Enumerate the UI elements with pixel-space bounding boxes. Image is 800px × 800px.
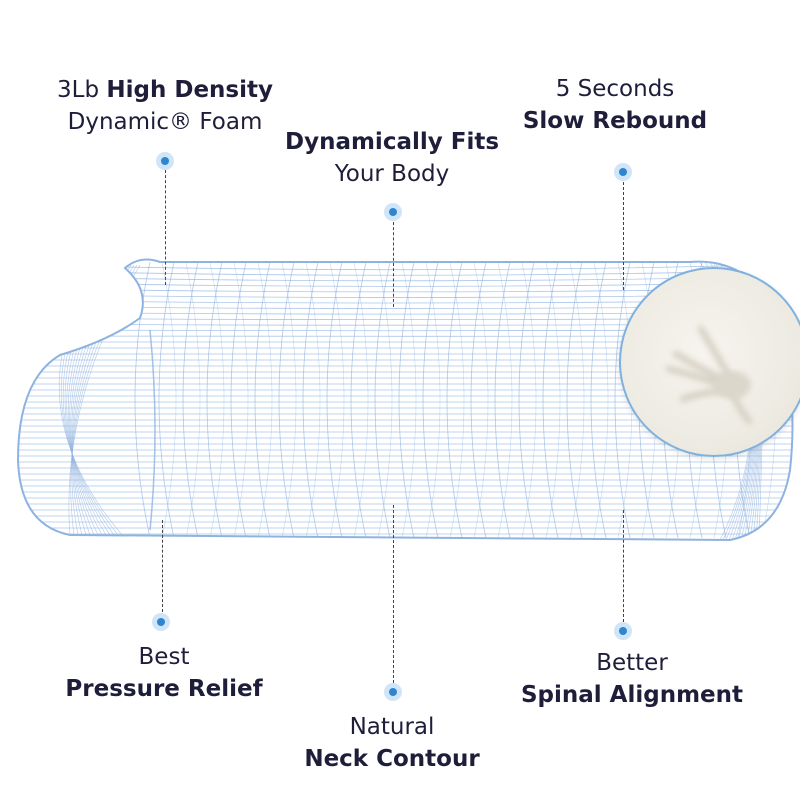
leader-line-neck [393, 505, 394, 683]
wire-line [542, 261, 559, 539]
wire-line [149, 329, 156, 531]
wire-line [398, 261, 415, 539]
feature-neck: Natural Neck Contour [304, 711, 479, 775]
spinal-title: Spinal Alignment [520, 682, 744, 708]
leader-line-rebound [623, 182, 624, 290]
wire-line [158, 261, 175, 539]
wire-line [449, 261, 465, 539]
wire-line [305, 261, 321, 539]
wire-line [302, 261, 319, 539]
wire-line [446, 261, 463, 539]
pressure-title: Pressure Relief [65, 676, 263, 702]
wire-line [353, 261, 369, 539]
wire-line [209, 261, 225, 539]
wire-line [281, 261, 297, 539]
wire-line [374, 261, 391, 539]
feature-rebound: 5 Seconds Slow Rebound [523, 73, 707, 137]
wire-line [377, 261, 393, 539]
wire-line [425, 261, 441, 539]
wire-line [60, 264, 119, 536]
fits-title: Dynamically Fits [284, 129, 500, 155]
wire-line [569, 261, 585, 539]
wire-line [18, 263, 793, 271]
wire-line [254, 261, 271, 539]
wire-line [326, 261, 343, 539]
wire-line [401, 261, 417, 539]
density-title: High Density [106, 77, 273, 103]
wire-line [593, 261, 609, 539]
spinal-subtitle: Better [596, 650, 668, 676]
rebound-subtitle: 5 Seconds [555, 76, 675, 102]
wire-line [230, 261, 247, 539]
wire-line [350, 261, 367, 539]
neck-title: Neck Contour [304, 746, 480, 772]
wire-line [206, 261, 223, 539]
wire-line [473, 261, 489, 539]
feature-fits: Dynamically Fits Your Body [285, 126, 499, 190]
feature-pressure: Best Pressure Relief [65, 641, 262, 705]
wire-line [70, 264, 138, 536]
leader-line-fits [393, 222, 394, 307]
pressure-subtitle: Best [138, 644, 190, 670]
wire-line [233, 261, 249, 539]
rebound-title: Slow Rebound [522, 108, 708, 134]
wire-line [422, 261, 439, 539]
neck-subtitle: Natural [349, 714, 435, 740]
leader-line-pressure [162, 520, 163, 612]
wire-line [590, 261, 607, 539]
wire-line [329, 261, 345, 539]
wire-line [545, 261, 561, 539]
wire-line [518, 261, 535, 539]
wire-line [278, 261, 295, 539]
feature-density: 3Lb High Density Dynamic® Foam [57, 74, 273, 138]
fits-subtitle: Your Body [334, 161, 450, 187]
memory-foam-handprint-image [619, 267, 800, 457]
wire-line [521, 261, 537, 539]
density-prefix: 3Lb [57, 77, 107, 103]
wire-line [494, 261, 511, 539]
marker-dot-density [156, 152, 174, 170]
wire-line [470, 261, 487, 539]
marker-dot-fits [384, 203, 402, 221]
leader-line-density [165, 170, 166, 285]
marker-dot-spinal [614, 622, 632, 640]
handprint-icon [665, 325, 753, 425]
leader-line-spinal [623, 510, 624, 622]
wire-line [182, 261, 199, 539]
wire-line [497, 261, 513, 539]
wire-line [185, 261, 201, 539]
density-subtitle: Dynamic® Foam [67, 109, 263, 135]
wire-line [161, 261, 177, 539]
marker-dot-rebound [614, 163, 632, 181]
marker-dot-neck [384, 683, 402, 701]
wire-line [566, 261, 583, 539]
wire-line [257, 261, 273, 539]
feature-spinal: Better Spinal Alignment [521, 647, 743, 711]
wire-line [614, 261, 631, 539]
marker-dot-pressure [152, 613, 170, 631]
